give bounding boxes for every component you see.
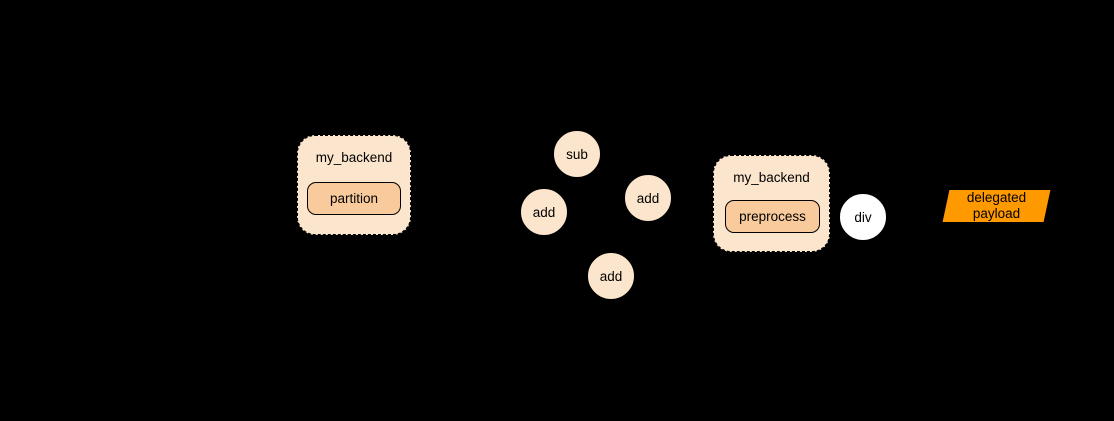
node-div: div bbox=[839, 193, 887, 241]
delegated-payload-line1: delegated bbox=[966, 190, 1027, 205]
group-label: my_backend bbox=[315, 150, 393, 165]
delegated-payload-label: delegated payload bbox=[946, 190, 1047, 222]
node-preprocess: preprocess bbox=[725, 200, 820, 233]
node-sub: sub bbox=[553, 130, 601, 178]
group-label: my_backend bbox=[733, 170, 810, 185]
backend-group-preprocess: my_backend preprocess bbox=[713, 155, 830, 252]
node-add-left: add bbox=[520, 188, 568, 236]
delegated-payload-line2: payload bbox=[972, 206, 1021, 221]
backend-group-partition: my_backend partition bbox=[297, 135, 411, 235]
node-partition: partition bbox=[307, 182, 401, 215]
node-add-right: add bbox=[624, 174, 672, 222]
node-add-bottom: add bbox=[587, 252, 635, 300]
